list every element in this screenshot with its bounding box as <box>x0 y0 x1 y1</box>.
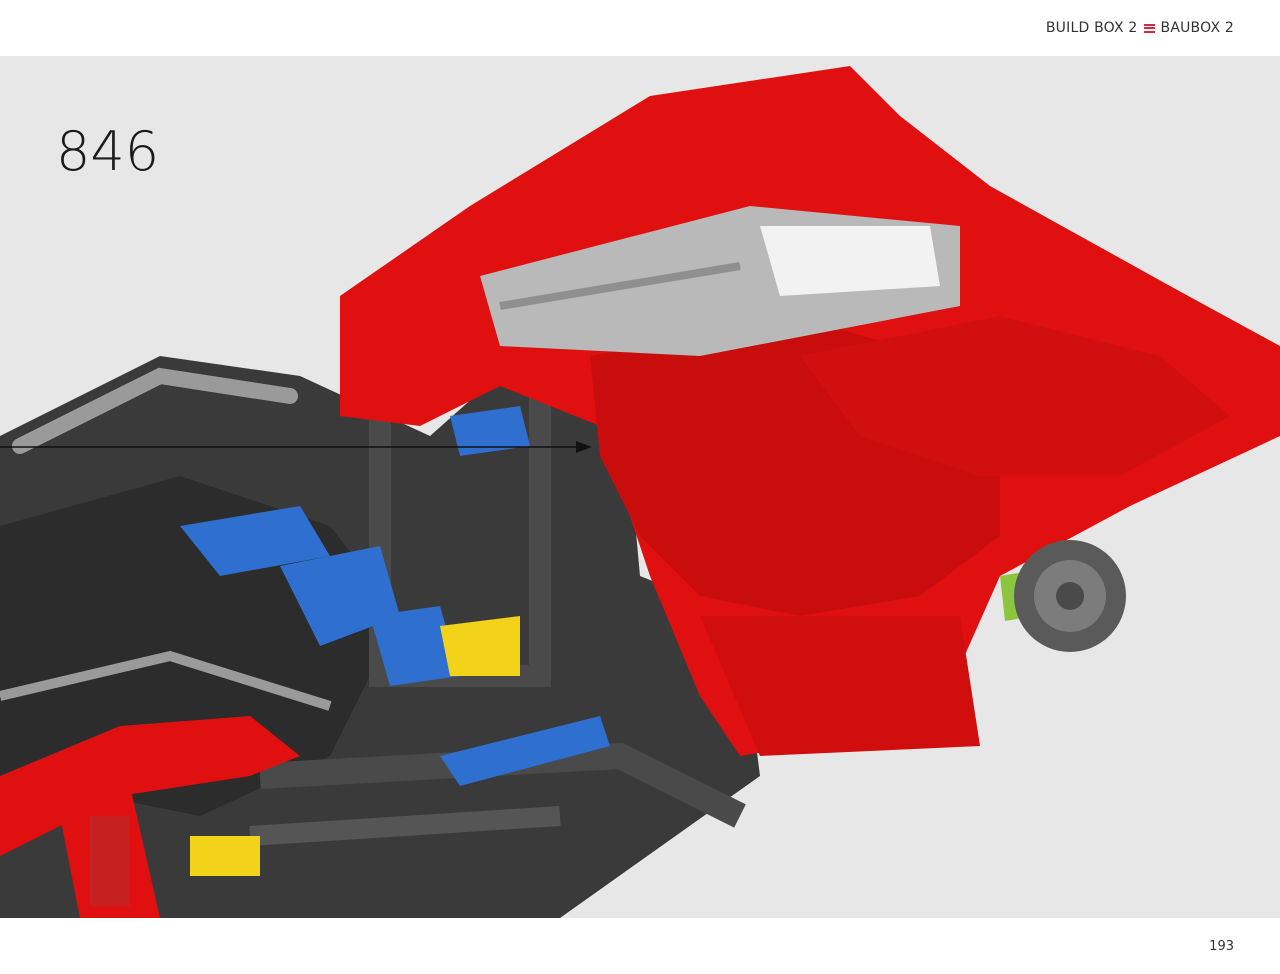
suspension-spring <box>90 816 130 906</box>
lego-technic-car-model-icon <box>0 66 1280 918</box>
red-body-panels <box>0 66 1280 918</box>
instruction-stage: 846 <box>0 56 1280 918</box>
step-number: 846 <box>56 120 160 183</box>
menu-lines-icon <box>1143 23 1155 33</box>
page-number: 193 <box>1209 939 1234 954</box>
callout-arrow <box>0 441 592 453</box>
engine-bay <box>480 206 960 356</box>
build-box-de: BAUBOX 2 <box>1160 20 1234 36</box>
blue-parts <box>180 406 610 786</box>
build-box-label: BUILD BOX 2 BAUBOX 2 <box>1046 20 1234 36</box>
build-box-en: BUILD BOX 2 <box>1045 20 1138 36</box>
wheel-hub <box>1014 540 1126 652</box>
